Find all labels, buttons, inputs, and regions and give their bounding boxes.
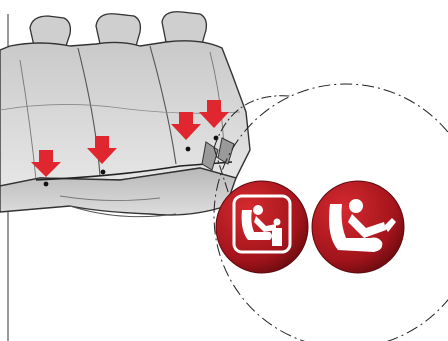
isofix-child-seat-icon <box>312 181 404 273</box>
isofix-anchor-point <box>186 147 191 152</box>
isofix-anchor-point <box>214 136 219 141</box>
isofix-anchor-point <box>44 182 49 187</box>
isofix-child-seat-with-info-icon <box>216 181 308 273</box>
isofix-anchor-point <box>101 170 106 175</box>
